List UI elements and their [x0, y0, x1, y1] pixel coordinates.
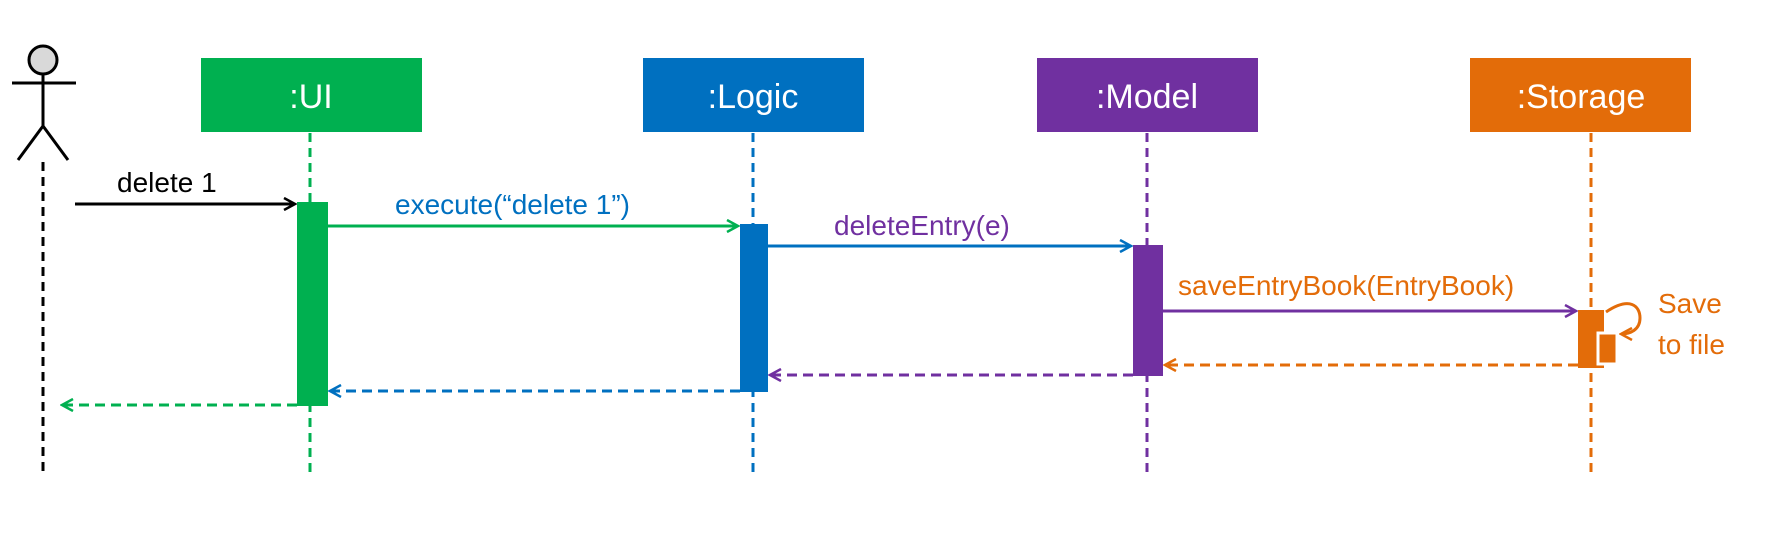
storage-nested-activation-bar [1596, 331, 1619, 366]
participant-logic-label: :Logic [708, 78, 799, 116]
storage-self-call-arrow [1605, 302, 1642, 334]
participant-model: :Model [1037, 58, 1258, 132]
participant-storage-box [1470, 58, 1691, 132]
participant-ui-label: :UI [289, 78, 332, 116]
participant-ui-box [201, 58, 422, 132]
participant-storage-label: :Storage [1517, 78, 1646, 116]
participant-storage: :Storage [1470, 58, 1691, 132]
participant-model-box [1037, 58, 1258, 132]
message-label-model-to-storage: saveEntryBook(EntryBook) [1178, 270, 1514, 301]
participant-ui: :UI [201, 58, 422, 132]
message-label-user-to-ui: delete 1 [117, 167, 217, 198]
storage-self-call-label-line2: to file [1658, 329, 1725, 360]
logic-activation-bar [740, 224, 768, 392]
message-label-logic-to-model: deleteEntry(e) [834, 210, 1010, 241]
message-label-ui-to-logic: execute(“delete 1”) [395, 189, 630, 220]
participant-model-label: :Model [1096, 78, 1198, 116]
storage-self-call-label-line1: Save [1658, 288, 1722, 319]
participant-logic-box [643, 58, 864, 132]
model-activation-bar [1133, 245, 1163, 376]
actor-icon [12, 44, 76, 161]
participant-logic: :Logic [643, 58, 864, 132]
ui-activation-bar [297, 202, 328, 406]
